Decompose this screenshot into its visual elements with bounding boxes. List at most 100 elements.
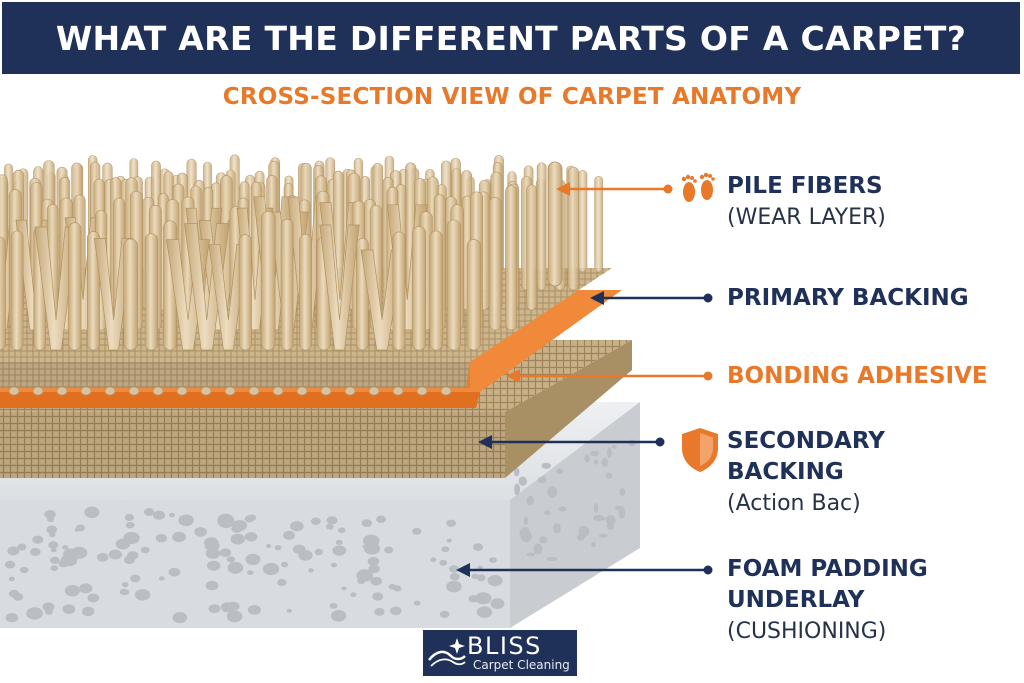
foam-pore (526, 495, 535, 506)
backing-tuft (392, 386, 404, 396)
pile-fiber (578, 170, 588, 273)
foam-pore (605, 472, 613, 479)
foam-pore (50, 565, 59, 571)
foam-pore (558, 506, 567, 512)
foam-pore (376, 515, 386, 523)
foam-pore (310, 517, 321, 525)
foam-pore (607, 447, 612, 459)
foam-pore (618, 507, 626, 519)
foam-pore (556, 468, 563, 475)
foam-pore (491, 580, 499, 586)
foam-pore (590, 450, 600, 456)
label-secondary-backing-line2: BACKING (727, 459, 844, 485)
logo-tagline: Carpet Cleaning (473, 658, 570, 672)
pile-fiber (446, 219, 461, 351)
backing-tuft (248, 386, 260, 396)
foam-pore (26, 607, 43, 620)
foam-pore (76, 524, 85, 532)
foam-pore (172, 531, 187, 543)
foam-pore (526, 552, 536, 557)
foam-pore (514, 483, 521, 496)
foam-pore (384, 546, 394, 554)
foam-pore (430, 557, 437, 562)
bliss-logo: BLISS Carpet Cleaning (423, 630, 577, 676)
foam-pore (125, 521, 135, 529)
foam-pore (152, 510, 166, 520)
pile-fiber (488, 197, 502, 331)
foam-pore (576, 534, 585, 541)
foam-pore (472, 543, 484, 551)
foam-pore (388, 584, 396, 590)
foam-pore (308, 568, 314, 573)
foam-pore (124, 514, 134, 521)
foam-pore (546, 557, 558, 561)
pile-fiber (299, 233, 312, 351)
pile-fiber (536, 162, 547, 291)
pile-fiber (87, 231, 100, 351)
foam-pore (541, 462, 551, 469)
foam-pore (544, 510, 551, 516)
foam-pore (338, 527, 346, 533)
foam-pore (205, 580, 219, 591)
backing-tuft (152, 386, 164, 396)
pile-fiber (319, 224, 360, 351)
foam-pore (232, 603, 239, 608)
logo-brand: BLISS (467, 632, 542, 660)
foam-pore (217, 513, 234, 527)
backing-tuft (128, 386, 140, 396)
foam-pore (362, 544, 368, 549)
foam-pore (335, 539, 343, 545)
backing-tuft (416, 386, 428, 396)
foam-pore (247, 605, 261, 615)
foam-pore (471, 573, 479, 579)
foam-pore (314, 548, 324, 556)
foam-pore (158, 576, 165, 581)
label-foam-padding-line2: UNDERLAY (727, 587, 865, 613)
label-secondary-backing-sub: (Action Bac) (727, 491, 861, 516)
foam-pore (205, 548, 221, 559)
backing-tuft (320, 386, 332, 396)
pile-fiber (123, 238, 138, 351)
foam-pore (277, 578, 287, 587)
pointer-bonding-adhesive (506, 369, 713, 383)
pile-fiber (144, 233, 158, 351)
wave-sparkle-icon (428, 638, 466, 667)
pile-fiber (392, 231, 406, 351)
shield-icon (682, 428, 718, 472)
foam-pore (219, 548, 232, 557)
foam-pore (5, 613, 18, 623)
foam-pore (368, 564, 380, 574)
label-foam-padding-sub: (CUSHIONING) (727, 619, 887, 644)
foam-pore (593, 502, 599, 514)
foam-pore (58, 559, 69, 568)
foam-pore (487, 575, 503, 587)
backing-tuft (80, 386, 92, 396)
foam-pore (194, 527, 208, 537)
label-foam-padding-line1: FOAM PADDING (727, 556, 928, 582)
foam-pore (42, 602, 55, 612)
foam-pore (274, 545, 282, 551)
foam-pore (446, 580, 462, 593)
foam-pore (119, 588, 129, 596)
label-primary-backing-title: PRIMARY BACKING (727, 285, 969, 311)
foam-pore (226, 556, 235, 563)
foam-pore (329, 603, 338, 609)
pointer-foam-padding (456, 563, 713, 577)
foam-pore (449, 573, 460, 581)
foam-pore (81, 606, 95, 617)
foam-pore (84, 506, 100, 518)
foam-pore (79, 583, 93, 594)
label-pile-fibers: PILE FIBERS (WEAR LAYER) (727, 171, 886, 233)
foam-pore (121, 582, 129, 588)
foam-pore (140, 546, 150, 554)
foam-pore (439, 610, 450, 619)
foam-pore (244, 532, 258, 542)
foam-pore (370, 576, 383, 586)
foam-pore (169, 512, 175, 518)
foam-pore (547, 486, 558, 498)
foam-pore (130, 574, 141, 583)
foam-pore (226, 610, 243, 623)
pointer-pile-fibers (556, 182, 673, 196)
foam-pore (584, 454, 590, 463)
foam-pore (490, 598, 505, 609)
